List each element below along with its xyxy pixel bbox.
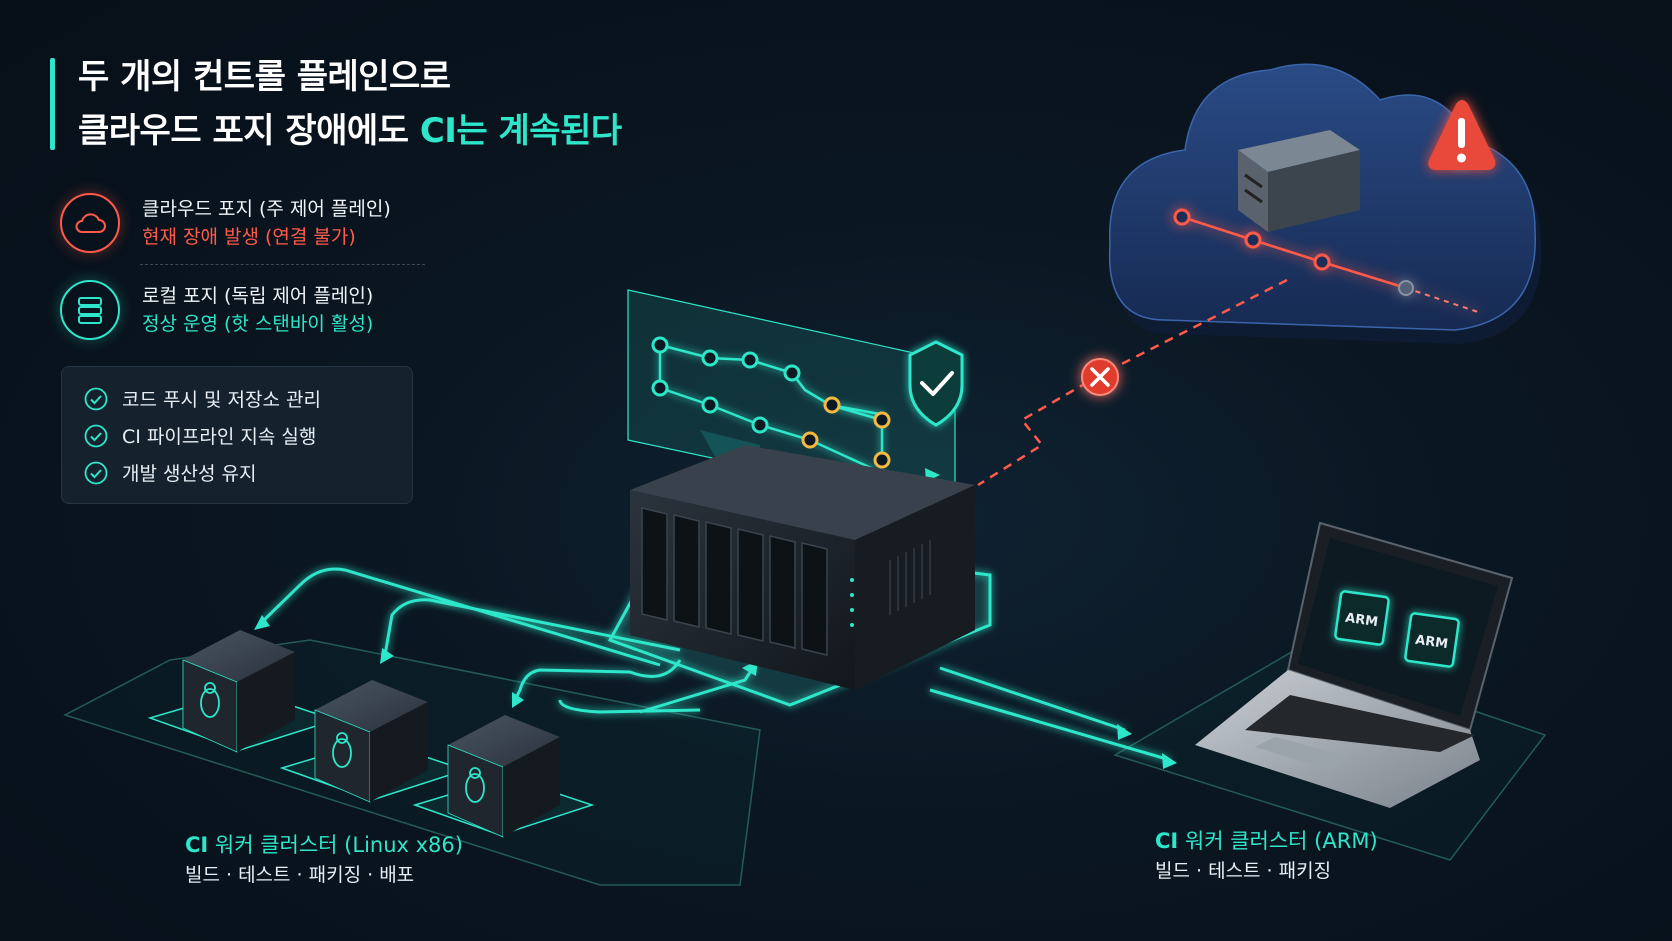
title-line-1: 두 개의 컨트롤 플레인으로 — [78, 57, 451, 97]
local-forge-status: 로컬 포지 (독립 제어 플레인) 정상 운영 (핫 스탠바이 활성) — [60, 280, 373, 340]
drive-bay — [641, 507, 828, 656]
cloud-server-icon — [1238, 130, 1360, 232]
arrow-to-arm-worker-2 — [929, 688, 1171, 762]
checklist-item-label: 코드 푸시 및 저장소 관리 — [122, 389, 321, 411]
disconnected-icon — [1081, 358, 1119, 396]
checklist-item: CI 파이프라인 지속 실행 — [84, 422, 316, 449]
checklist-item-label: CI 파이프라인 지속 실행 — [122, 426, 317, 448]
warning-icon — [1428, 100, 1496, 170]
arm-cluster-title-strong: CI — [1155, 829, 1179, 853]
check-circle-icon — [84, 387, 108, 410]
check-circle-icon — [84, 424, 108, 447]
broken-connection — [977, 278, 1288, 487]
shield-check-icon — [908, 340, 964, 427]
linux-worker-node — [412, 715, 595, 838]
arrow-to-linux-worker-2 — [383, 598, 681, 656]
local-status-ring — [60, 280, 120, 340]
arrow-to-linux-worker-3 — [513, 659, 682, 701]
title-line-2-accent: CI는 계속된다 — [419, 111, 622, 151]
linux-cluster-label: CI 워커 클러스터 (Linux x86) 빌드 · 테스트 · 패키징 · … — [185, 830, 463, 890]
cloud-pipeline — [1173, 208, 1479, 313]
arm-cluster-title: CI 워커 클러스터 (ARM) — [1155, 826, 1378, 856]
arm-chip-label: ARM — [1344, 611, 1379, 630]
cloud-forge-status: 클라우드 포지 (주 제어 플레인) 현재 장애 발생 (연결 불가) — [60, 193, 391, 253]
cloud-forge-state: 현재 장애 발생 (연결 불가) — [142, 226, 356, 248]
arm-cluster-subtitle: 빌드 · 테스트 · 패키징 — [1155, 860, 1332, 882]
title-accent-bar — [50, 58, 55, 150]
title-line-2-prefix: 클라우드 포지 장애에도 — [78, 111, 420, 151]
arm-cluster-title-rest: 워커 클러스터 (ARM) — [1178, 829, 1378, 853]
local-forge-server — [630, 445, 975, 690]
arm-chip-icon: ARM — [1404, 612, 1460, 668]
status-divider — [140, 264, 425, 265]
linux-worker-region — [63, 639, 761, 886]
linux-cluster-title-rest: 워커 클러스터 (Linux x86) — [208, 833, 463, 857]
arrow-to-arm-worker-1 — [939, 666, 1126, 732]
linux-cluster-title: CI 워커 클러스터 (Linux x86) — [185, 830, 463, 860]
checklist-item: 코드 푸시 및 저장소 관리 — [84, 385, 321, 412]
arm-cluster-label: CI 워커 클러스터 (ARM) 빌드 · 테스트 · 패키징 — [1155, 826, 1378, 886]
cloud-forge — [1108, 63, 1542, 345]
arm-worker-region — [1113, 649, 1547, 861]
pipeline-node — [651, 336, 891, 469]
arm-chip-icon: ARM — [1334, 590, 1390, 646]
linux-cluster-subtitle: 빌드 · 테스트 · 패키징 · 배포 — [185, 864, 415, 886]
cloud-forge-name: 클라우드 포지 (주 제어 플레인) — [142, 198, 391, 220]
server-stack-icon — [78, 297, 102, 324]
linux-penguin-icon — [332, 732, 352, 768]
check-circle-icon — [84, 461, 108, 484]
arrow-to-linux-worker-1 — [260, 567, 661, 667]
local-forge-state: 정상 운영 (핫 스탠바이 활성) — [142, 313, 374, 335]
linux-worker-node — [147, 630, 338, 753]
cloud-status-ring — [60, 193, 120, 253]
title-line-2: 클라우드 포지 장애에도 CI는 계속된다 — [78, 104, 622, 158]
arrow-from-worker-to-local-forge — [558, 699, 701, 714]
linux-cluster-title-strong: CI — [185, 833, 209, 857]
local-forge-name: 로컬 포지 (독립 제어 플레인) — [142, 285, 374, 307]
linux-penguin-icon — [200, 682, 220, 718]
arm-laptop: ARM ARM — [1195, 521, 1514, 808]
page-title: 두 개의 컨트롤 플레인으로 클라우드 포지 장애에도 CI는 계속된다 — [78, 50, 622, 158]
arm-chip-label: ARM — [1414, 633, 1449, 652]
linux-penguin-icon — [465, 767, 485, 803]
benefits-panel — [61, 366, 413, 504]
checklist-item: 개발 생산성 유지 — [84, 459, 256, 486]
pipeline-hologram — [627, 289, 956, 511]
cloud-icon — [75, 213, 106, 233]
checklist-item-label: 개발 생산성 유지 — [122, 463, 257, 485]
